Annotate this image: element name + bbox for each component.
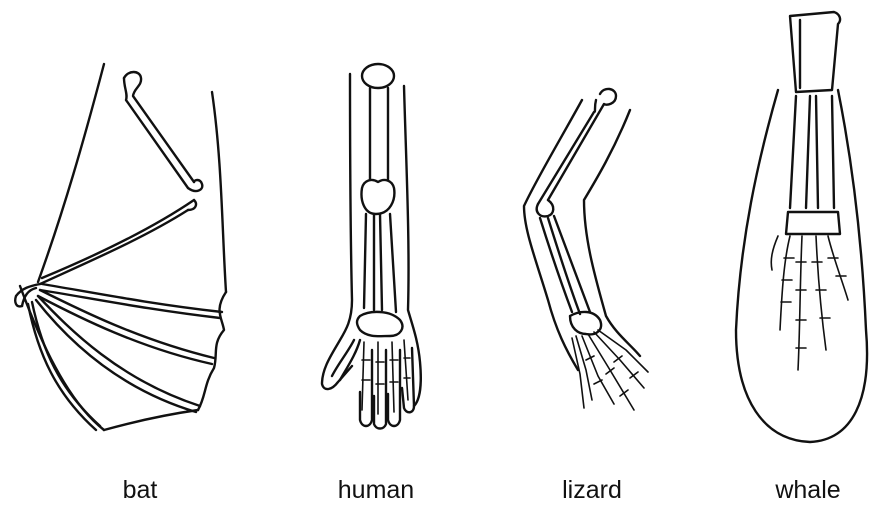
whale-flipper-drawing [736,12,867,442]
whale-digit-bones [771,236,848,370]
label-bat: bat [123,478,158,503]
label-whale: whale [775,478,840,503]
label-lizard: lizard [562,478,622,503]
bat-wing-drawing [15,64,226,430]
label-human: human [338,478,414,503]
lizard-toe-bones [572,330,648,410]
lizard-leg-drawing [524,89,640,370]
